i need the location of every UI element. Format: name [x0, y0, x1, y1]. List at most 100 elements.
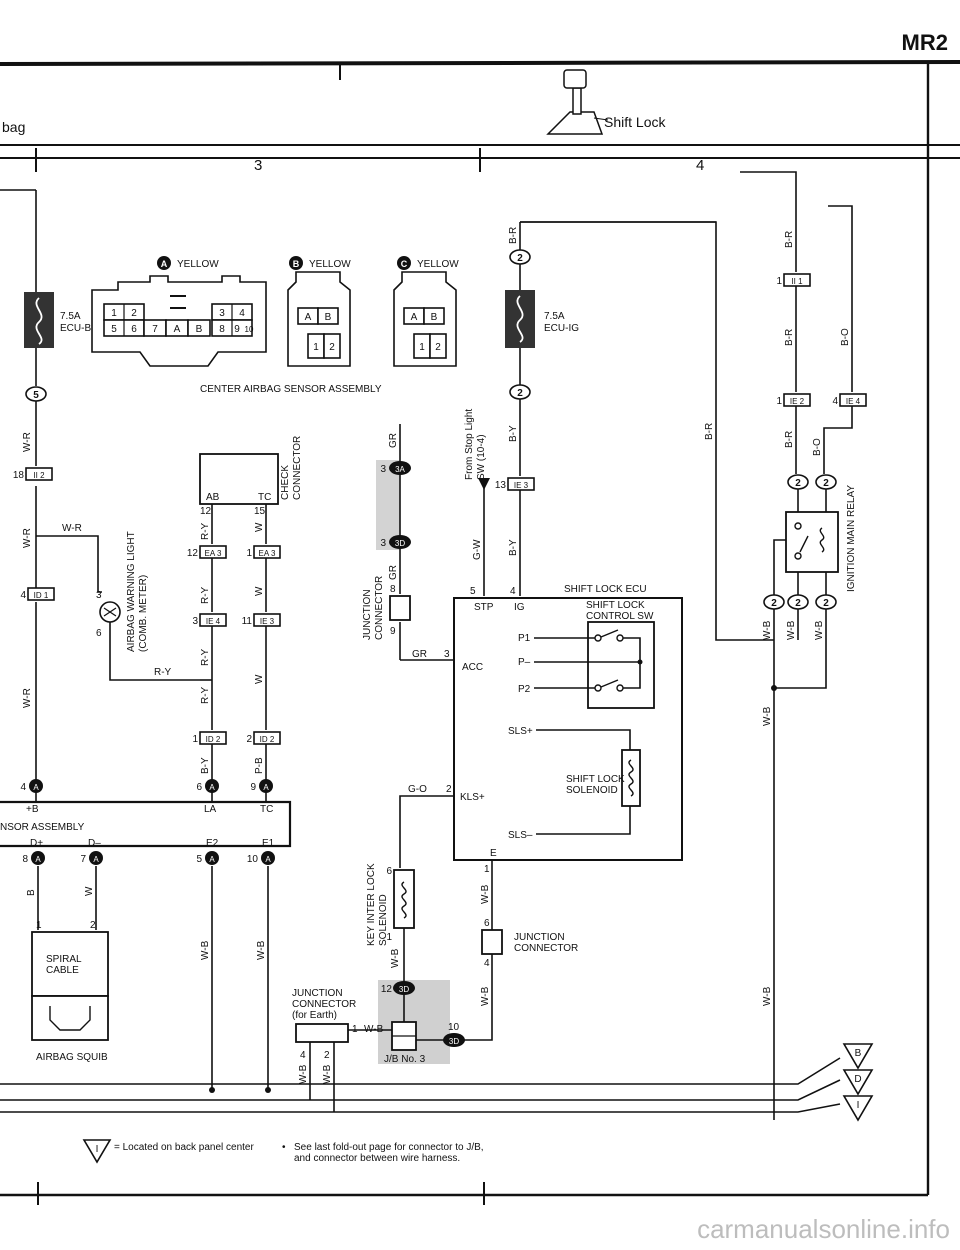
wire-w-1: W	[254, 522, 265, 532]
connector-a-pin-1: 1	[111, 308, 117, 319]
conn-tag-ea3-right: EA 3 1	[246, 545, 281, 559]
connector-a-pin-5: 5	[111, 324, 117, 335]
pin-3-acc: 3	[444, 649, 450, 660]
svg-text:IE 4: IE 4	[846, 397, 861, 406]
ecu-pin-stp: STP	[474, 602, 494, 613]
wire-w-2: W	[254, 586, 265, 596]
conn-tag-3a: 3A 3	[380, 461, 411, 475]
connector-a-pin-8: 8	[219, 324, 225, 335]
wire-w-b-relay-3: W-B	[762, 706, 773, 726]
wire-w-b-earth-1: W-B	[298, 1064, 309, 1084]
ecu-pin-num-ig: 4	[510, 586, 516, 597]
conn-tag-3d: 3D 3	[380, 535, 411, 549]
term-e2: E2	[206, 838, 219, 849]
connector-c-view: A B 1 2	[393, 271, 457, 367]
svg-text:5: 5	[33, 390, 39, 401]
key-interlock-solenoid: 6 1 KEY INTER LOCK SOLENOID	[366, 863, 415, 946]
solenoid-label-2: SOLENOID	[566, 785, 618, 796]
connector-b-pin-2: 2	[329, 342, 335, 353]
svg-text:ID 2: ID 2	[206, 735, 221, 744]
conn-tag-2-ecu-ig-top: 2	[509, 249, 531, 265]
conn-tag-4a: A 4	[20, 779, 43, 793]
svg-text:EA 3: EA 3	[205, 549, 222, 558]
conn-tag-ie3-ig: IE 3 13	[495, 477, 535, 491]
connector-c-letter: C	[401, 259, 408, 269]
connector-c-pin-b: B	[431, 312, 438, 323]
wire-r-y-2: R-Y	[200, 522, 211, 540]
wire-g-w: G-W	[472, 539, 483, 560]
wire-gr-2: GR	[388, 565, 399, 580]
fuse-ecu-ig-name: ECU-IG	[544, 323, 579, 334]
svg-text:A: A	[265, 855, 271, 864]
ground-point-d: D	[842, 1069, 874, 1096]
shift-lever-icon	[546, 69, 609, 135]
conn-tag-10a: A 10	[247, 851, 275, 865]
conn-tag-ea3-left: EA 3 12	[187, 545, 227, 559]
grid-number-3: 3	[254, 157, 262, 174]
airbag-light-label-2: (COMB. METER)	[138, 575, 149, 652]
check-connector-pin-12: 12	[200, 506, 212, 517]
connector-c-pin-a: A	[411, 312, 418, 323]
conn-tag-ie4-left: IE 4 3	[192, 613, 227, 627]
pin-7-a: 7	[80, 854, 86, 865]
spiral-pin-1: 1	[36, 920, 42, 931]
airbag-squib-label: AIRBAG SQUIB	[36, 1052, 108, 1063]
connector-a-color: YELLOW	[177, 259, 219, 270]
svg-text:3D: 3D	[399, 985, 409, 994]
junction-1-label-2: CONNECTOR	[374, 576, 385, 640]
conn-tag-3d-10: 3D 10	[443, 1022, 465, 1047]
conn-tag-relay-2b: 2	[815, 474, 837, 490]
wire-w-b-relay-1: W-B	[762, 620, 773, 640]
jc-earth-label-2: CONNECTOR	[292, 999, 356, 1010]
term-d-plus: D+	[30, 838, 43, 849]
conn-tag-ii2: II 2 18	[13, 467, 53, 481]
pin-1-ea3: 1	[246, 548, 252, 559]
airbag-squib: AIRBAG SQUIB	[31, 995, 109, 1063]
sls-minus: SLS–	[508, 830, 533, 841]
wire-w-b-key: W-B	[390, 948, 401, 968]
junction-connector-2: 6 4 JUNCTION CONNECTOR	[481, 918, 578, 969]
conn-tag-8a: A 8	[22, 851, 45, 865]
wire-w-b-earth: W-B	[364, 1024, 384, 1035]
switch-title-2: CONTROL SW	[586, 611, 654, 622]
ecu-pin-e: E	[490, 848, 497, 859]
pin-3-ie4: 3	[192, 616, 198, 627]
svg-text:A: A	[35, 855, 41, 864]
conn-tag-5a: A 5	[196, 851, 219, 865]
svg-text:IE 3: IE 3	[260, 617, 275, 626]
wire-b-r-low: B-R	[784, 431, 795, 448]
conn-tag-relay-2d: 2	[787, 594, 809, 610]
wire-b-o-2: B-O	[812, 438, 823, 456]
connector-a-pin-4: 4	[239, 308, 245, 319]
footnote-jb: • See last fold-out page for connector t…	[282, 1142, 484, 1164]
conn-tag-9a: A 9	[250, 779, 273, 793]
svg-text:IE 2: IE 2	[790, 397, 805, 406]
check-connector-label-2: CONNECTOR	[292, 436, 303, 500]
pin-18: 18	[13, 470, 25, 481]
footnote-ground: I = Located on back panel center	[82, 1139, 254, 1164]
wire-g-o: G-O	[408, 784, 427, 795]
key-interlock-label-2: SOLENOID	[378, 894, 389, 946]
connector-b-color: YELLOW	[309, 259, 351, 270]
switch-pin-p1: P1	[518, 633, 531, 644]
connector-c-color: YELLOW	[417, 259, 459, 270]
svg-text:D: D	[854, 1074, 861, 1085]
wire-r-y-4: R-Y	[200, 648, 211, 666]
junction-1-pin-8: 8	[390, 584, 396, 595]
fuse-ecu-b-amp: 7.5A	[60, 311, 81, 322]
connector-a-view: 1 2 3 4 5 6 7 A B 8 9 10	[91, 275, 267, 367]
connector-b-letter: B	[293, 259, 300, 269]
connector-b-view: A B 1 2	[287, 271, 351, 367]
solenoid-label-1: SHIFT LOCK	[566, 774, 625, 785]
stop-light-label-1: From Stop Light	[464, 409, 475, 480]
conn-tag-6a: A 6	[196, 779, 219, 793]
pin-10-3d: 10	[448, 1022, 460, 1033]
svg-text:I: I	[96, 1144, 99, 1155]
airbag-warning-light: 3 6 AIRBAG WARNING LIGHT (COMB. METER)	[96, 531, 149, 652]
svg-text:A: A	[209, 783, 215, 792]
pin-8-a: 8	[22, 854, 28, 865]
sensor-assembly-label: NSOR ASSEMBLY	[0, 822, 85, 833]
svg-text:2: 2	[795, 598, 801, 609]
svg-text:II 2: II 2	[33, 471, 45, 480]
